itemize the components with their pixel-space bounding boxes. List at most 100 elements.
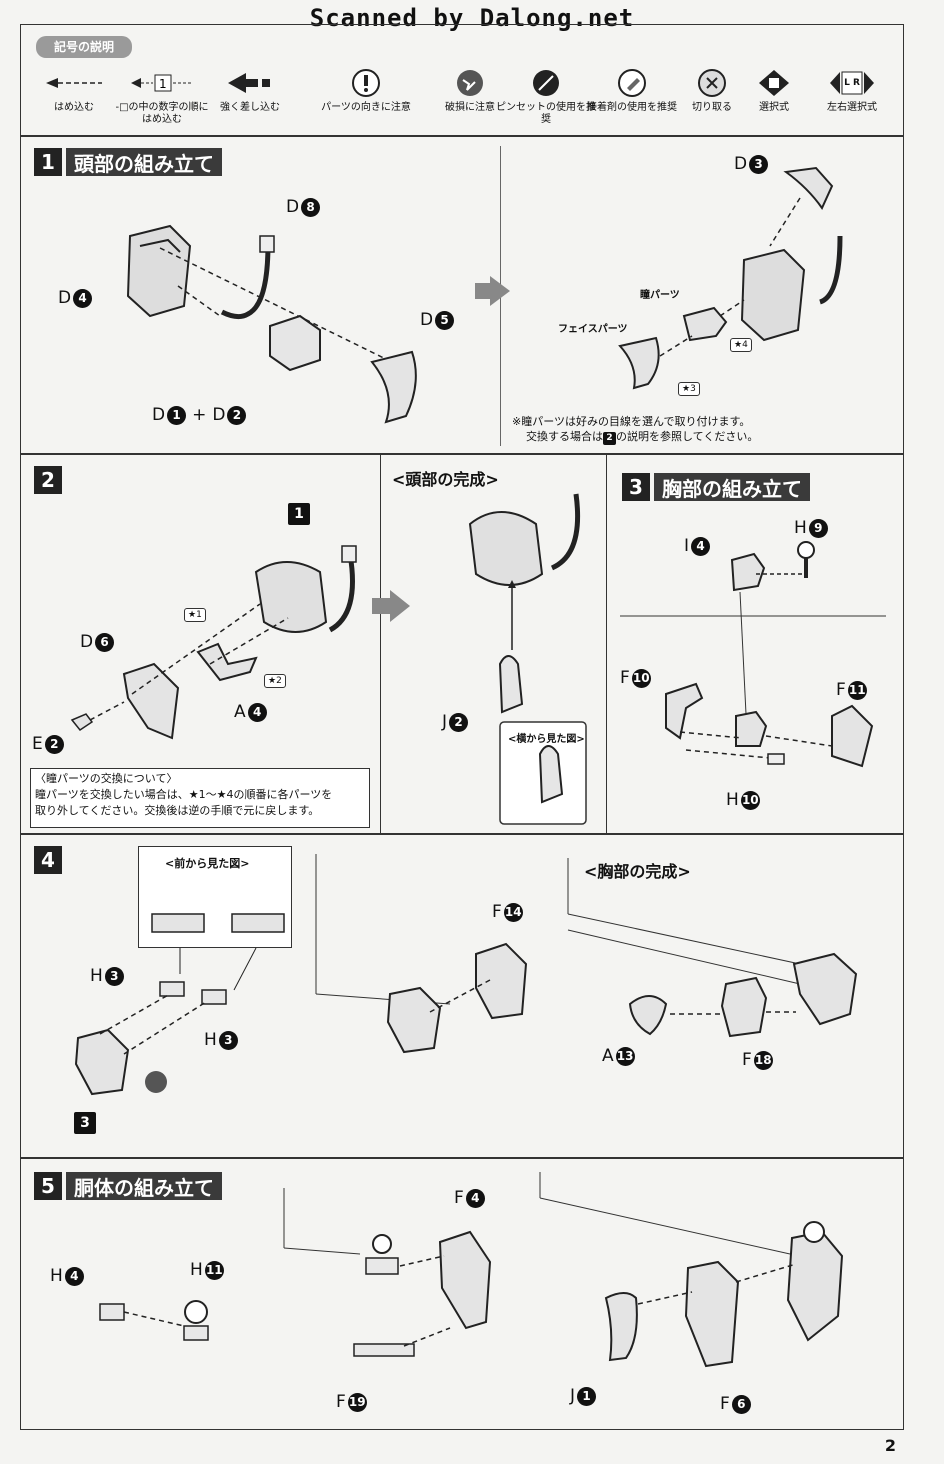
legend-item-3: パーツの向きに注意 <box>316 64 416 114</box>
glue-icon <box>582 64 682 102</box>
step5-title: 胴体の組み立て <box>66 1172 222 1200</box>
scan-watermark: Scanned by Dalong.net <box>309 4 635 32</box>
star-4: ★4 <box>730 338 752 352</box>
step2-number: 2 <box>34 466 62 494</box>
legend-label: パーツの向きに注意 <box>321 102 411 113</box>
step5-header: 5 胴体の組み立て <box>34 1172 222 1200</box>
step1-box <box>20 136 904 454</box>
pupil-swap-note-box: 〈瞳パーツの交換について〉 瞳パーツを交換したい場合は、★1〜★4の順番に各パー… <box>30 768 370 828</box>
page-number: 2 <box>884 1436 896 1455</box>
step4-diagram <box>74 854 858 1096</box>
legend-label: 選択式 <box>759 102 789 113</box>
break-warning-icon <box>420 64 520 102</box>
label-step-ref-1: 1 <box>288 503 310 525</box>
step5-number: 5 <box>34 1172 62 1200</box>
label-face-part: フェイスパーツ <box>558 324 628 335</box>
legend-label: 左右選択式 <box>827 102 877 113</box>
row2-divider-b <box>606 454 607 834</box>
legend-item-8: 選択式 <box>724 64 824 114</box>
legend-label: 強く差し込む <box>220 102 280 113</box>
legend-label: 切り取る <box>692 102 732 113</box>
bold-arrow-icon <box>200 64 300 102</box>
cut-icon <box>662 64 762 102</box>
step4-box <box>20 834 904 1158</box>
lr-symbol-text: L R <box>844 78 860 88</box>
legend-item-4: 破損に注意 <box>420 64 520 114</box>
legend-box <box>20 24 904 136</box>
step3-header: 3 胸部の組み立て <box>622 473 810 501</box>
legend-title: 記号の説明 <box>36 36 132 58</box>
star-2: ★2 <box>264 674 286 688</box>
legend-item-6: 接着剤の使用を推奨 <box>582 64 682 114</box>
step2-header: 2 <box>34 466 62 494</box>
legend-label: ピンセットの使用を推奨 <box>496 102 596 125</box>
dashed-arrow-icon <box>24 64 124 102</box>
legend-item-2: 強く差し込む <box>200 64 300 114</box>
step1-number: 1 <box>34 148 62 176</box>
step1-header: 1 頭部の組み立て <box>34 148 222 176</box>
front-view-label: <前から見た図> <box>165 857 250 870</box>
chest-complete-title: <胸部の完成> <box>584 862 691 881</box>
legend-item-0: はめ込む <box>24 64 124 114</box>
step1-title: 頭部の組み立て <box>66 148 222 176</box>
step5-diagram <box>99 1172 844 1368</box>
star-3: ★3 <box>678 382 700 396</box>
pupil-swap-note-title: 〈瞳パーツの交換について〉 <box>35 772 178 785</box>
step1-note-line1: ※瞳パーツは好みの目線を選んで取り付けます。 <box>512 415 751 428</box>
row2-box <box>20 454 904 834</box>
pupil-swap-note-line1: 瞳パーツを交換したい場合は、★1〜★4の順番に各パーツを <box>35 788 333 801</box>
step4-header: 4 <box>34 846 62 874</box>
star-1: ★1 <box>184 608 206 622</box>
step1-diagram <box>126 166 843 424</box>
lr-select-icon: L R <box>802 64 902 102</box>
side-view-label: <横から見た図> <box>508 734 585 745</box>
legend-item-5: ピンセットの使用を推奨 <box>496 64 596 126</box>
legend-item-9: L R 左右選択式 <box>802 64 902 114</box>
legend-label: 接着剤の使用を推奨 <box>587 102 677 113</box>
tweezers-icon <box>496 64 596 102</box>
legend-label: 破損に注意 <box>445 102 495 113</box>
step2-diagram <box>70 493 587 825</box>
legend-label: はめ込む <box>54 102 94 113</box>
legend-item-1: 1-□の中の数字の順にはめ込む <box>112 64 212 126</box>
pupil-swap-note-line2: 取り外してください。交換後は逆の手順で元に戻します。 <box>35 804 320 817</box>
step3-number: 3 <box>622 473 650 501</box>
numbered-arrow-icon: 1 <box>112 64 212 102</box>
label-step-ref-3: 3 <box>74 1112 96 1134</box>
step3-diagram <box>620 541 886 768</box>
step4-number: 4 <box>34 846 62 874</box>
row2-divider-a <box>380 454 381 834</box>
exclamation-icon <box>316 64 416 102</box>
legend-item-7: 切り取る <box>662 64 762 114</box>
label-pupil-part: 瞳パーツ <box>640 290 680 301</box>
head-complete-title: <頭部の完成> <box>392 470 499 489</box>
step3-title: 胸部の組み立て <box>654 473 810 501</box>
legend-label: -□の中の数字の順にはめ込む <box>115 102 209 125</box>
select-icon <box>724 64 824 102</box>
